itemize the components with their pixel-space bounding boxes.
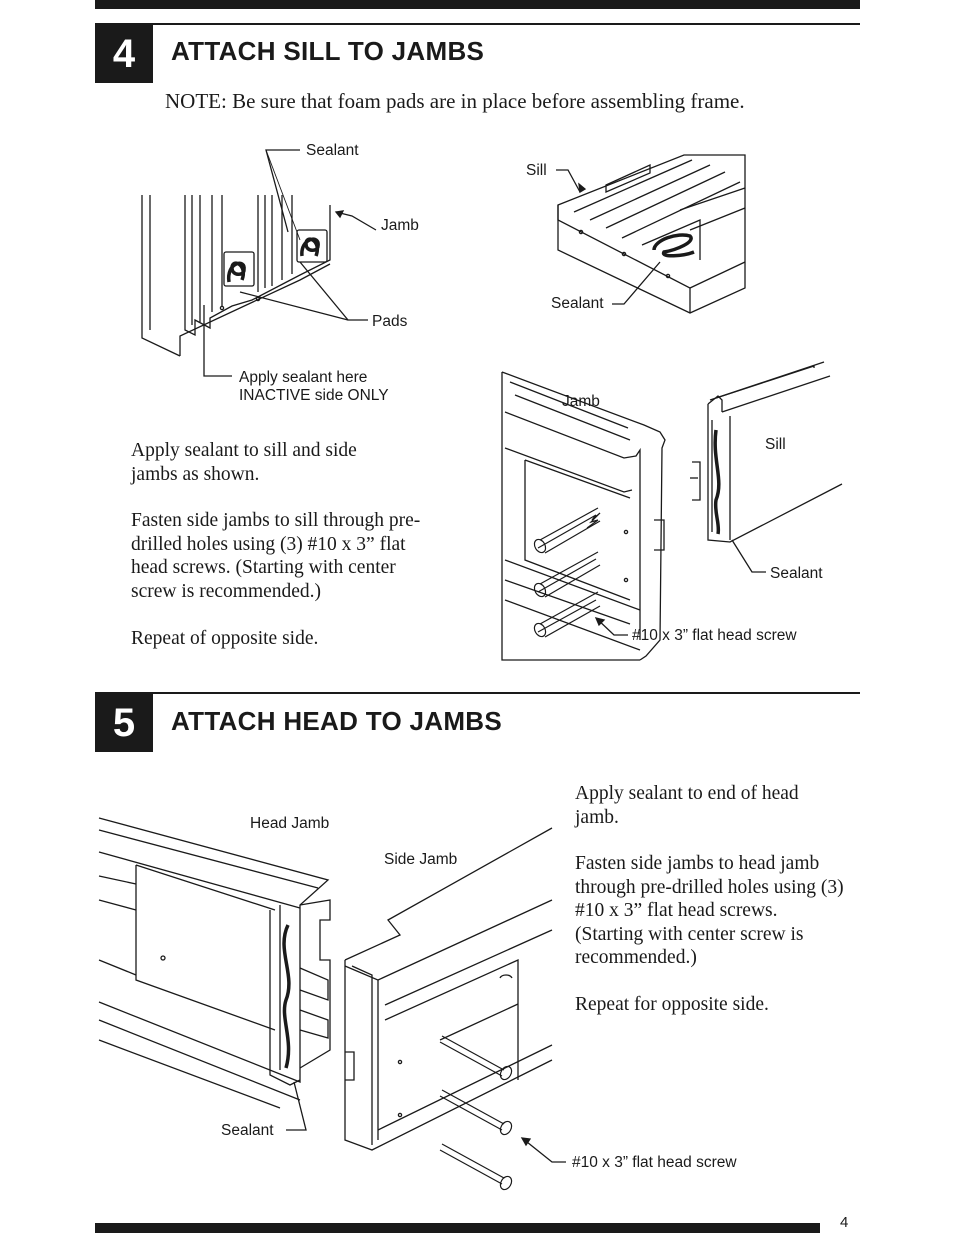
label-sealant-step5: Sealant [221,1122,274,1139]
label-side-jamb: Side Jamb [384,851,458,868]
step5-instruction-1: Apply sealant to end of head jamb. [575,783,799,828]
step5-title: ATTACH HEAD TO JAMBS [171,706,502,736]
jamb-screw-drawing [501,371,666,661]
step5-instruction-2: Fasten side jambs to head jamb through p… [575,853,844,968]
jamb-end-drawing [141,149,377,377]
side-jamb-drawing [344,827,566,1191]
step5-instruction-3: Repeat for opposite side. [575,994,769,1015]
label-screw-step4: #10 x 3” flat head screw [632,627,797,644]
step4-instruction-3: Repeat of opposite side. [131,628,319,649]
label-sealant-lower: Sealant [770,565,823,582]
label-screw-step5: #10 x 3” flat head screw [572,1154,737,1171]
label-jamb-lower: Jamb [562,393,600,410]
head-jamb-drawing [98,817,331,1131]
step5-rule [95,692,860,694]
page-number: 4 [840,1214,849,1231]
label-head-jamb: Head Jamb [250,815,330,832]
top-bar [95,0,860,9]
label-pads: Pads [372,313,408,330]
label-sill-top: Sill [526,162,547,179]
sill-end-drawing [690,361,843,573]
step5-number-badge: 5 [95,694,153,752]
label-sealant-sill: Sealant [551,295,604,312]
step4-instruction-2: Fasten side jambs to sill through pre-dr… [131,510,421,602]
label-jamb-top: Jamb [381,217,419,234]
step4-note: NOTE: Be sure that foam pads are in plac… [165,89,745,113]
label-sill-lower: Sill [765,436,786,453]
bottom-bar [95,1223,820,1233]
step4-title: ATTACH SILL TO JAMBS [171,36,485,66]
step4-instruction-1: Apply sealant to sill and side jambs as … [131,440,357,485]
step4-rule [95,23,860,25]
sill-drawing [556,154,746,314]
label-sealant-top: Sealant [306,142,359,159]
step4-number-badge: 4 [95,25,153,83]
label-apply-here: Apply sealant here INACTIVE side ONLY [239,369,389,404]
